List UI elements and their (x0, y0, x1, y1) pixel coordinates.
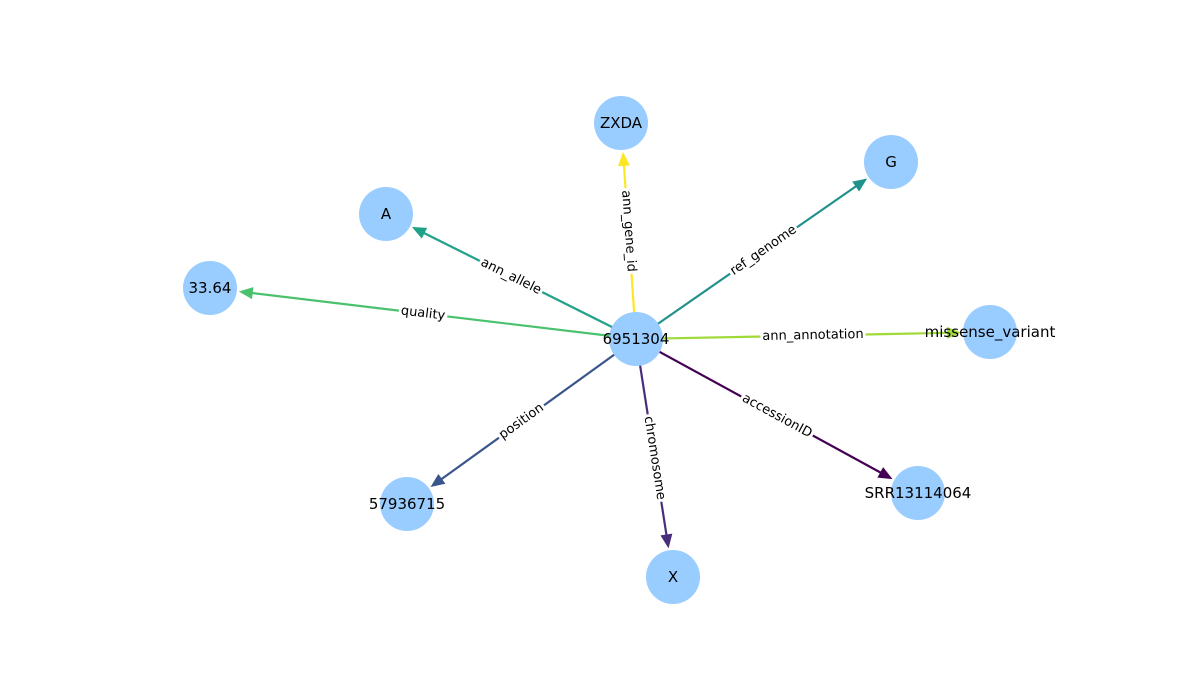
node-srr: SRR13114064 (865, 466, 972, 520)
edge-label-group: quality (397, 302, 449, 325)
node-pos_val: 57936715 (369, 477, 445, 531)
edge-missense: ann_annotation (637, 325, 962, 346)
node-a: A (359, 187, 413, 241)
edge-label-group: position (494, 398, 549, 445)
node-label: ZXDA (600, 114, 643, 132)
node-label: 6951304 (603, 330, 670, 348)
arrowhead (238, 287, 254, 300)
arrowhead (660, 533, 673, 549)
arrowhead (617, 151, 630, 167)
arrowhead (411, 226, 428, 239)
node-label: A (381, 205, 392, 223)
node-label: 33.64 (189, 279, 232, 297)
edge-label-background (760, 325, 866, 346)
edge-label-group: accessionID (737, 389, 817, 443)
nodes-layer: 6951304 ZXDA G A 33.64 missense_variant 579367… (183, 96, 1055, 604)
edge-label-background (494, 398, 549, 445)
edge-label-group: ann_allele (476, 253, 546, 300)
edge-pos_val: position (430, 339, 636, 488)
edge-label-background (397, 302, 449, 325)
edge-label-background (639, 413, 670, 503)
node-zxda: ZXDA (594, 96, 648, 150)
edge-label-background (617, 187, 640, 275)
node-label: missense_variant (925, 323, 1056, 342)
edge-label: quality (400, 303, 446, 323)
node-label: 57936715 (369, 495, 445, 513)
node-circle (646, 550, 700, 604)
node-circle (359, 187, 413, 241)
edge-label-group: chromosome (639, 413, 670, 503)
edge-label-group: ref_genome (725, 220, 802, 281)
edge-label-background (476, 253, 546, 300)
node-label: SRR13114064 (865, 484, 972, 502)
node-missense: missense_variant (925, 305, 1056, 359)
node-circle (380, 477, 434, 531)
edge-label-group: ann_annotation (760, 325, 866, 346)
edge-label-background (737, 389, 817, 443)
node-g: G (864, 135, 918, 189)
arrowhead (877, 467, 893, 480)
arrowhead (946, 326, 962, 339)
node-circle (891, 466, 945, 520)
node-circle (609, 312, 663, 366)
edge-label: accessionID (739, 391, 814, 441)
node-circle (963, 305, 1017, 359)
node-x: X (646, 550, 700, 604)
edge-zxda: ann_gene_id (617, 151, 640, 338)
edge-label-background (725, 220, 802, 281)
edge-label-group: ann_gene_id (617, 187, 640, 275)
edge-label: ann_allele (478, 255, 544, 298)
arrowhead (852, 178, 868, 192)
node-quality_val: 33.64 (183, 261, 237, 315)
node-circle (594, 96, 648, 150)
node-label: G (885, 153, 897, 171)
edge-label: ann_gene_id (618, 190, 639, 273)
edge-label: chromosome (641, 415, 669, 501)
node-label: X (668, 568, 678, 586)
edge-label: ref_genome (727, 222, 799, 278)
node-circle (864, 135, 918, 189)
edge-label: ann_annotation (762, 327, 864, 344)
arrowhead (430, 473, 446, 488)
edge-x: chromosome (635, 340, 673, 549)
node-circle (183, 261, 237, 315)
node-center: 6951304 (603, 312, 670, 366)
edge-quality_val: quality (238, 287, 635, 340)
edge-label: position (496, 400, 547, 442)
edge-g: ref_genome (637, 178, 868, 339)
edge-srr: accessionID (637, 338, 893, 480)
